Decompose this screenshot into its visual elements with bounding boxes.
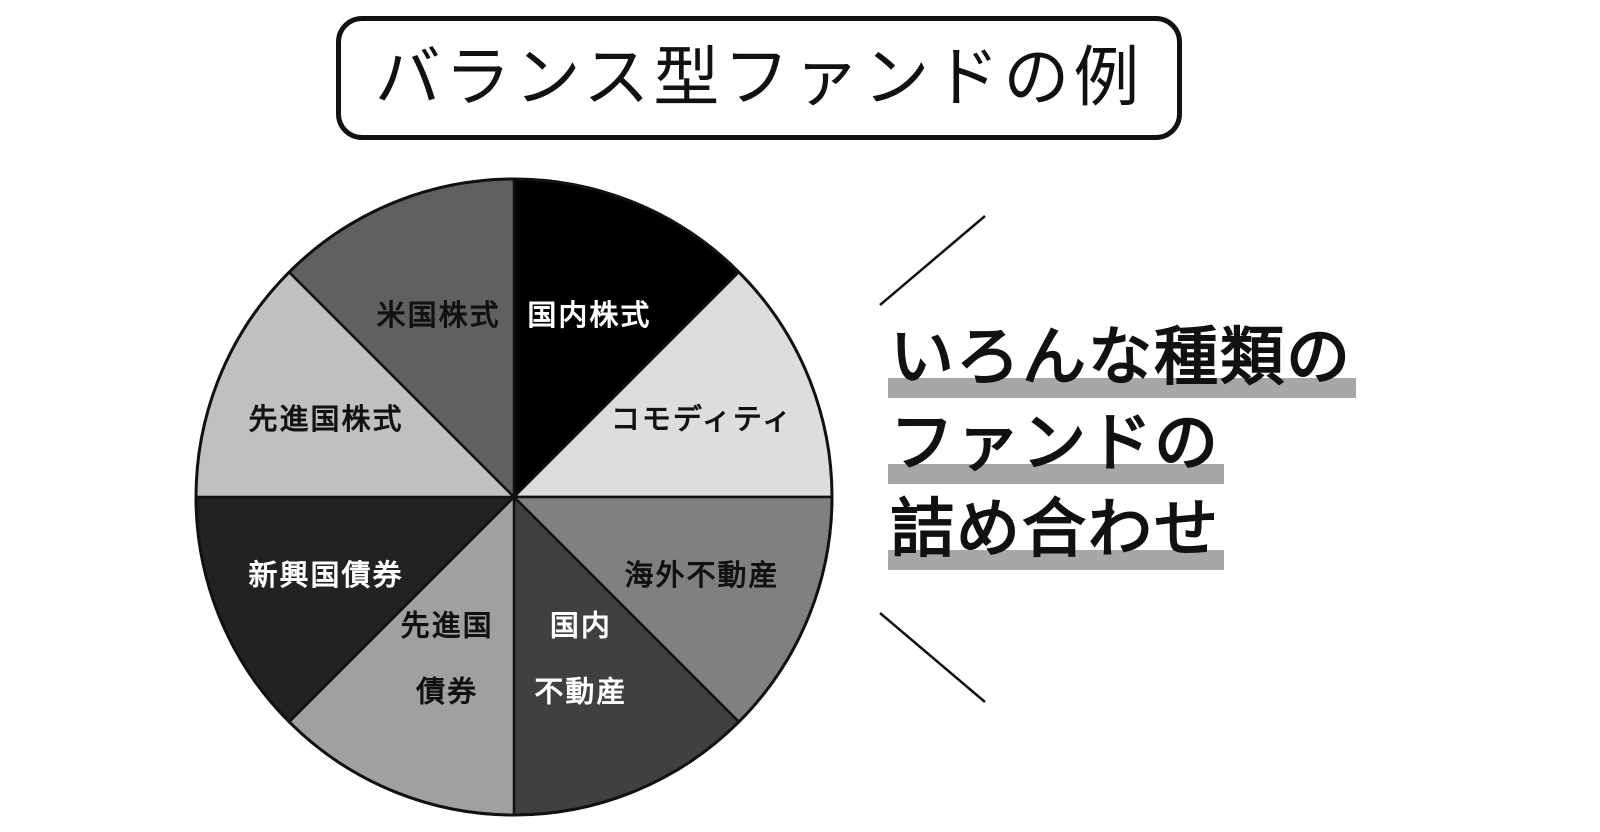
pie-label-1: 国内株式 [527, 298, 651, 332]
pie-outline [194, 177, 834, 817]
callout-line-3-text: 詰め合わせ [890, 493, 1220, 567]
callout-line-2-text: ファンドの [890, 407, 1220, 481]
callout-highlight-2 [888, 464, 1224, 484]
pie-label-7: 先進国株式 [248, 402, 403, 436]
pie-label-5-line-1: 先進国 [401, 609, 494, 643]
pie-label-4-line-1: 国内 [550, 609, 612, 643]
callout-line-1: いろんな種類の [888, 316, 1356, 402]
callout-line-2: ファンドの [888, 402, 1224, 488]
pie-label-2: コモディティ [611, 402, 793, 436]
title-box: バランス型ファンドの例 [336, 16, 1182, 140]
pointer-line-top [879, 215, 986, 306]
pie-label-8: 米国株式 [377, 298, 501, 332]
pie-label-4-line-2: 不動産 [534, 675, 627, 709]
callout-pointer [879, 215, 986, 703]
chart-title: バランス型ファンドの例 [374, 39, 1144, 116]
pie-label-5-line-2: 債券 [415, 675, 478, 709]
callout-highlight-3 [888, 550, 1224, 570]
callout-line-1-text: いろんな種類の [890, 321, 1352, 395]
callout-line-3: 詰め合わせ [888, 488, 1224, 574]
callout-highlight-1 [888, 378, 1356, 398]
pointer-line-bottom [879, 612, 986, 703]
pie-label-3: 海外不動産 [624, 558, 779, 592]
pie-slices [194, 177, 834, 817]
callout-text: いろんな種類の ファンドの 詰め合わせ [888, 316, 1410, 574]
pie-label-6: 新興国債券 [248, 558, 403, 592]
